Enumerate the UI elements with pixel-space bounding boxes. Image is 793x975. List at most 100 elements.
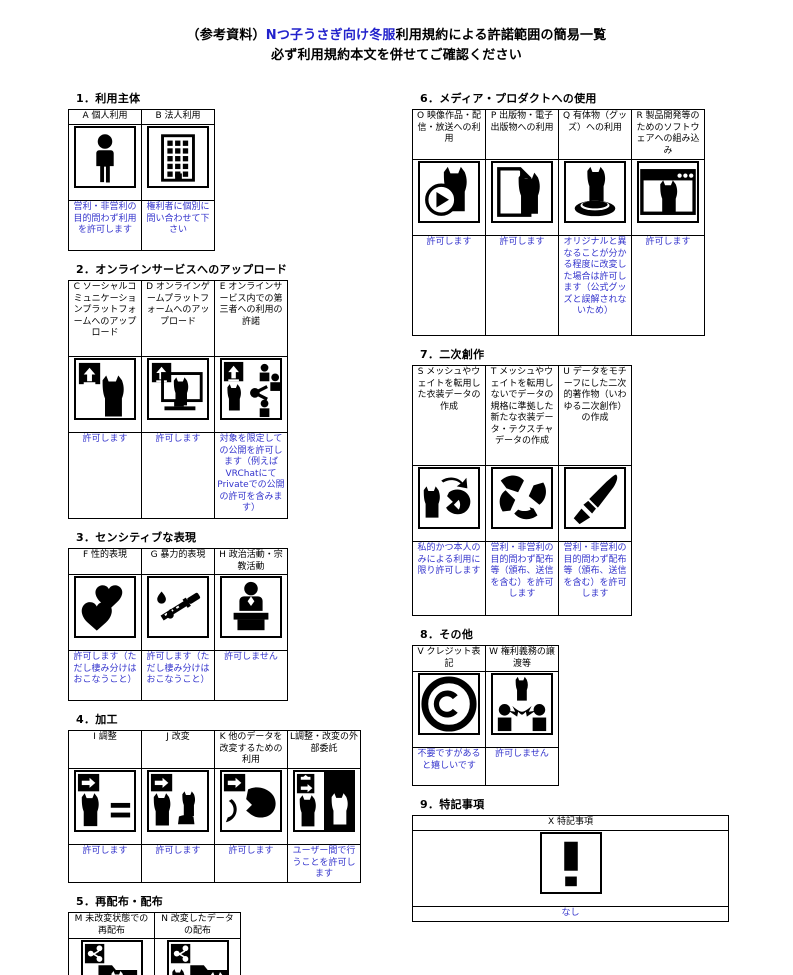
table-icon-row [412, 159, 705, 236]
permission-note-d: 許可します [141, 432, 215, 519]
icon-cell-l [287, 768, 361, 845]
table-icon-row [68, 124, 215, 201]
section-heading: 3．センシティブな表現 [76, 531, 197, 544]
table-icon-row [412, 671, 559, 748]
icon-cell-k [214, 768, 288, 845]
copyright-icon [418, 673, 480, 735]
permission-note-x: なし [412, 906, 729, 922]
cat-window-icon [637, 161, 699, 223]
title-highlight: Nつ子うさぎ向け冬服 [265, 28, 396, 43]
table-note-row: 許可します許可します許可しますユーザー間で行うことを許可します [68, 844, 361, 883]
exclamation-icon [539, 832, 602, 894]
section-heading: 9．特記事項 [420, 798, 485, 811]
arrow-cat-cat-icon [147, 770, 209, 832]
document-title: （参考資料）Nつ子うさぎ向け冬服利用規約による許諾範囲の簡易一覧 必ず利用規約本… [0, 26, 793, 66]
column-header-m: M 未改変状態での再配布 [68, 912, 155, 939]
icon-cell-g [141, 574, 215, 651]
column-header-g: G 暴力的表現 [141, 548, 215, 575]
section-heading: 2．オンラインサービスへのアップロード [76, 263, 288, 276]
column-header-t: T メッシュやウェイトを転用しないでデータの規格に準拠した新たな衣装データ・テク… [485, 365, 559, 466]
cat-page-icon [491, 161, 553, 223]
table-note-row: なし [412, 906, 729, 922]
title-suffix: 利用規約による許諾範囲の簡易一覧 [395, 28, 607, 43]
icon-cell-p [485, 159, 559, 236]
column-header-l: L調整・改変の外部委託 [287, 730, 361, 769]
permission-note-o: 許可します [412, 235, 486, 336]
column-header-b: B 法人利用 [141, 109, 215, 125]
icon-cell-a [68, 124, 142, 201]
icon-cell-j [141, 768, 215, 845]
person-icon [74, 126, 136, 188]
column-header-n: N 改変したデータの配布 [154, 912, 241, 939]
permission-note-s: 私的かつ本人のみによる利用に限り許可します [412, 541, 486, 616]
table-note-row: 営利・非営利の目的問わず利用を許可します権利者に個別に問い合わせて下さい [68, 200, 215, 251]
icon-cell-m [68, 938, 155, 975]
column-header-f: F 性的表現 [68, 548, 142, 575]
column-header-c: C ソーシャルコミュニケーションプラットフォームへのアップロード [68, 280, 142, 357]
upload-cat-icon [74, 358, 136, 420]
section-heading: 1．利用主体 [76, 92, 141, 105]
column-header-u: U データをモチーフにした二次的著作物（いわゆる二次創作）の作成 [558, 365, 632, 466]
column-header-d: D オンラインゲームプラットフォームへのアップロード [141, 280, 215, 357]
permission-note-f: 許可します（ただし棲み分けはおこなうこと） [68, 650, 142, 701]
permission-note-u: 営利・非営利の目的問わず配布等（頒布、送信を含む）を許可します [558, 541, 632, 616]
icon-cell-v [412, 671, 486, 748]
permission-note-a: 営利・非営利の目的問わず利用を許可します [68, 200, 142, 251]
title-line-2: 必ず利用規約本文を併せてご確認ください [271, 48, 522, 63]
section-sec2: 2．オンラインサービスへのアップロード C ソーシャルコミュニケーションプラットフ… [68, 263, 368, 519]
permission-note-v: 不要ですがあると嬉しいです [412, 747, 486, 786]
icon-cell-x [412, 830, 729, 907]
column-header-e: E オンラインサービス内での第三者への利用の許諾 [214, 280, 288, 357]
icon-cell-c [68, 356, 142, 433]
column-header-v: V クレジット表記 [412, 645, 486, 672]
permission-note-l: ユーザー間で行うことを許可します [287, 844, 361, 883]
column-header-a: A 個人利用 [68, 109, 142, 125]
table-note-row: 不要ですがあると嬉しいです許可しません [412, 747, 559, 786]
column-header-p: P 出版物・電子出版物への利用 [485, 109, 559, 160]
knife-icon [147, 576, 209, 638]
permission-note-r: 許可します [631, 235, 705, 336]
permission-note-g: 許可します（ただし棲み分けはおこなうこと） [141, 650, 215, 701]
transfer-people-icon [491, 673, 553, 735]
column-header-k: K 他のデータを改変するための利用 [214, 730, 288, 769]
icon-cell-b [141, 124, 215, 201]
icon-cell-w [485, 671, 559, 748]
icon-cell-i [68, 768, 142, 845]
cat-play-icon [418, 161, 480, 223]
share-folder-cat-arrow-icon [166, 940, 229, 975]
permission-note-c: 許可します [68, 432, 142, 519]
icon-cell-d [141, 356, 215, 433]
section-heading: 5．再配布・配布 [76, 895, 164, 908]
column-header-j: J 改変 [141, 730, 215, 769]
building-icon [147, 126, 209, 188]
permission-note-q: オリジナルと異なることが分かる程度に改変した場合は許可します（公式グッズと誤解さ… [558, 235, 632, 336]
icon-cell-r [631, 159, 705, 236]
cat-figure-icon [564, 161, 626, 223]
table-note-row: 許可します（ただし棲み分けはおこなうこと）許可します（ただし棲み分けはおこなうこ… [68, 650, 288, 701]
icon-cell-u [558, 465, 632, 542]
table-icon-row [68, 938, 241, 975]
permission-note-e: 対象を限定しての公開を許可します（例えばVRChatにてPrivateでの公開の… [214, 432, 288, 519]
share-folder-cat-icon [80, 940, 143, 975]
column-header-s: S メッシュやウェイトを転用した衣装データの作成 [412, 365, 486, 466]
permission-note-i: 許可します [68, 844, 142, 883]
arrow-cat-cloth-icon [220, 770, 282, 832]
section-heading: 7．二次創作 [420, 348, 485, 361]
